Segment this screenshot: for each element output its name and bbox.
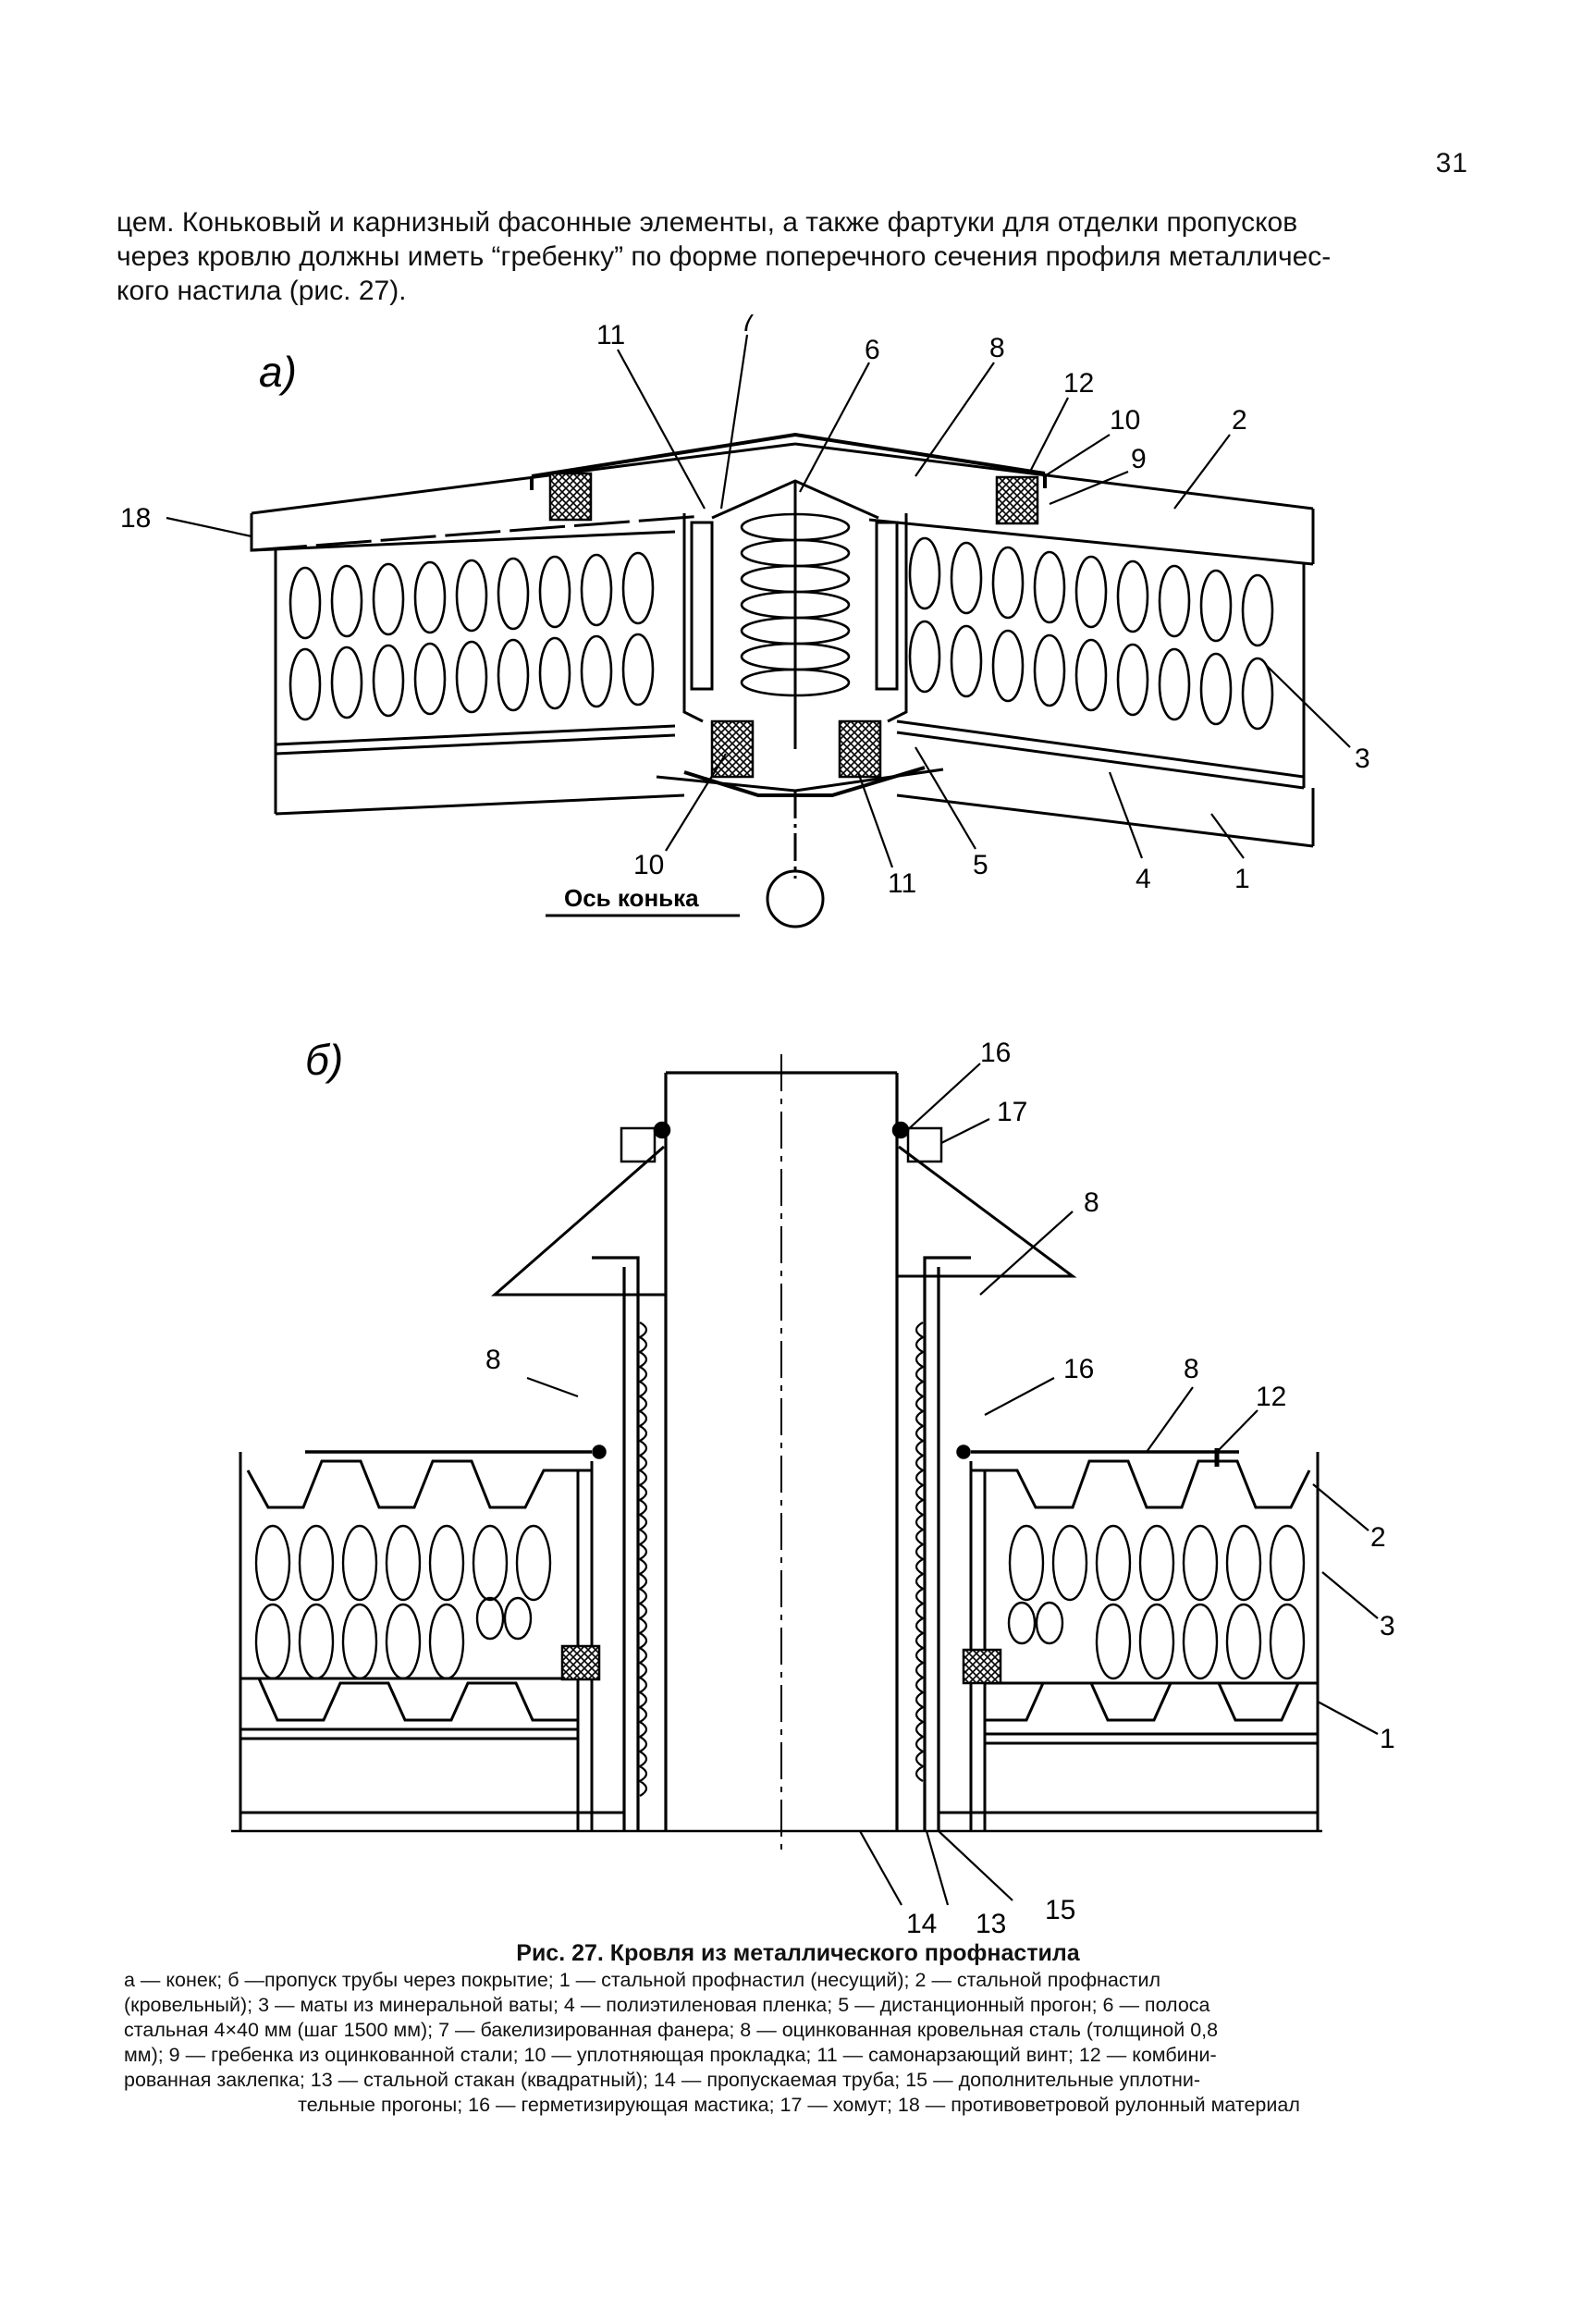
right-roof-layers [939, 1452, 1320, 1831]
callout-label: 1 [1380, 1724, 1395, 1754]
figure-a-label: а) [259, 348, 297, 396]
figure-a-callouts: 11 7 6 8 12 10 9 2 18 3 10 11 5 4 1 [120, 314, 1370, 899]
sealing-purlins [560, 1644, 1002, 1685]
callout-label: 11 [888, 868, 916, 899]
caption-line: (кровельный); 3 — маты из минеральной ва… [124, 1994, 1210, 2016]
right-roof-assembly [794, 442, 1315, 848]
figure-b-leaders [526, 1063, 1379, 1906]
figure-a-leaders [166, 334, 1351, 868]
callout-label: 10 [633, 850, 664, 880]
callout-label: 18 [120, 503, 151, 534]
intro-line: кого настила (рис. 27). [117, 276, 407, 306]
callout-label: 3 [1355, 744, 1370, 774]
figure-b-label: б) [305, 1036, 343, 1084]
figure-caption-title: Рис. 27. Кровля из металлического профна… [516, 1940, 1080, 1966]
top-flashings [305, 1445, 1239, 1467]
ridge-core [682, 479, 908, 749]
callout-label: 4 [1136, 864, 1151, 894]
right-mineral-wool-b [1007, 1524, 1306, 1680]
callout-label: 9 [1131, 444, 1147, 474]
figure-b-pipe-penetration-drawing: б) [231, 1036, 1395, 1939]
callout-label: 13 [976, 1909, 1006, 1939]
clamps [620, 1121, 943, 1163]
callout-label: 1 [1234, 864, 1250, 894]
callout-label: 11 [596, 320, 625, 350]
callout-label: 15 [1045, 1895, 1075, 1925]
callout-label: 12 [1063, 368, 1094, 399]
callout-label: 14 [906, 1909, 937, 1939]
ridge-axis [546, 791, 825, 928]
callout-label: 2 [1232, 405, 1247, 436]
caption-line: рованная заклепка; 13 — стальной стакан … [124, 2069, 1201, 2091]
callout-label: 17 [997, 1097, 1027, 1127]
left-roof-assembly [250, 442, 796, 816]
left-mineral-wool [289, 551, 655, 721]
intro-line: через кровлю должны иметь “гребенку” по … [117, 241, 1332, 272]
steel-strip-coil [740, 512, 851, 697]
conical-flashing [491, 1145, 1077, 1297]
sleeve-gasket-coils [637, 1322, 926, 1797]
callout-label: 10 [1110, 405, 1140, 436]
caption-line: мм); 9 — гребенка из оцинкованной стали;… [124, 2044, 1217, 2066]
callout-label: 16 [980, 1038, 1011, 1068]
intro-line: цем. Коньковый и карнизный фасонные элем… [117, 207, 1298, 238]
callout-label: 12 [1256, 1382, 1286, 1412]
callout-label: 8 [989, 333, 1005, 363]
figure-caption-body: а — конек; б —пропуск трубы через покрыт… [124, 1968, 1474, 2118]
callout-label: 5 [973, 850, 988, 880]
sealing-gaskets [548, 472, 1039, 779]
callout-label: 8 [485, 1345, 501, 1375]
callout-label: 16 [1063, 1354, 1094, 1384]
left-mineral-wool-b [254, 1524, 552, 1680]
right-mineral-wool [908, 536, 1274, 731]
caption-line: тельные прогоны; 16 — герметизирующая ма… [298, 2094, 1300, 2116]
steel-sleeve [592, 1256, 971, 1831]
callout-label: 2 [1370, 1522, 1386, 1553]
callout-label: 7 [740, 314, 755, 338]
page-number: 31 [1435, 148, 1468, 178]
ridge-axis-label: Ось конька [564, 884, 699, 912]
intro-paragraph: цем. Коньковый и карнизный фасонные элем… [117, 205, 1476, 308]
callout-label: 3 [1380, 1611, 1395, 1641]
left-roof-layers [239, 1452, 624, 1831]
callout-label: 8 [1184, 1354, 1199, 1384]
callout-label: 8 [1084, 1187, 1099, 1218]
callout-label: 6 [865, 335, 880, 365]
caption-line: а — конек; б —пропуск трубы через покрыт… [124, 1969, 1161, 1991]
caption-line: стальная 4×40 мм (шаг 1500 мм); 7 — баке… [124, 2019, 1219, 2041]
pipe [664, 1054, 899, 1850]
figure-b-callouts: 16 17 8 8 16 8 12 2 3 1 14 13 15 [485, 1038, 1395, 1939]
figure-a-ridge-drawing: а) [120, 314, 1370, 928]
